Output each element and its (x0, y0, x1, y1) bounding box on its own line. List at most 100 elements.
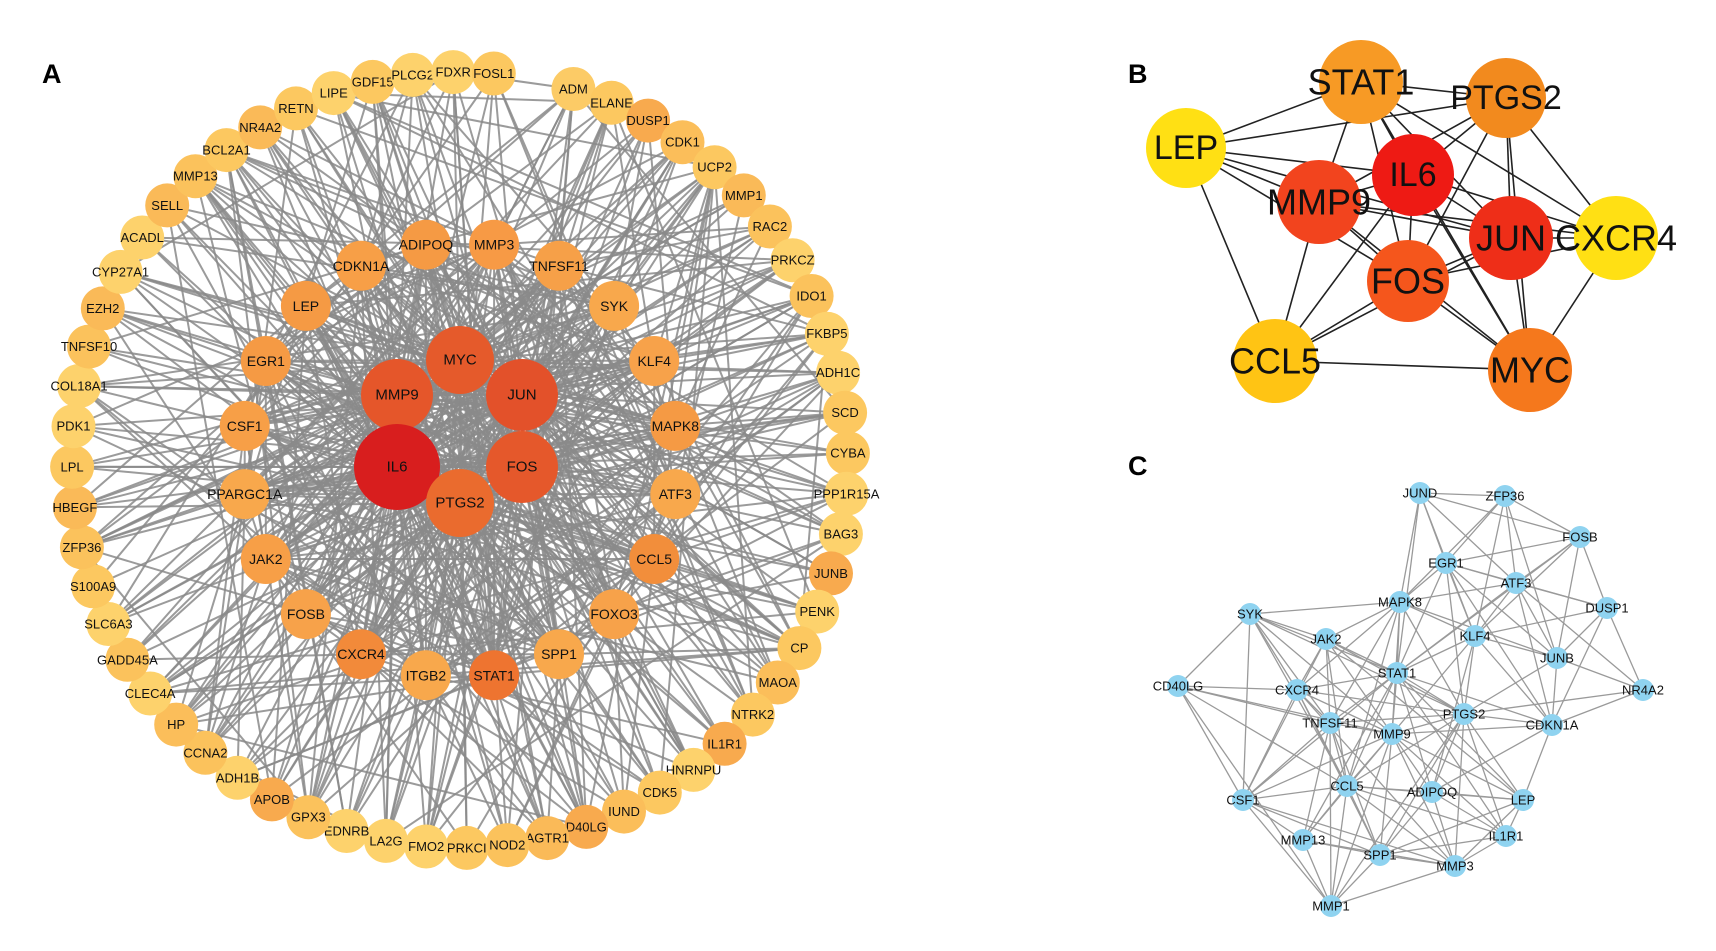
edge-lep-mmp3 (1454, 799, 1524, 867)
edge-fosb-adh1c (305, 371, 839, 616)
node-circle-scd (823, 390, 868, 435)
node-circle-egr1 (240, 336, 291, 386)
node-label-nr4a2: NR4A2 (239, 120, 281, 135)
node-circle-lep (1146, 108, 1226, 188)
edge-csf1-zfp36 (81, 425, 246, 549)
node-label-gpx3: GPX3 (291, 810, 326, 825)
node-label-tnfsf10: TNFSF10 (61, 339, 117, 354)
edge-egr1-cp (265, 360, 800, 649)
edge-jund-stat1 (1396, 492, 1421, 674)
node-label-egr1: EGR1 (247, 353, 285, 369)
edge-tnfsf11-csf1 (1242, 722, 1331, 801)
node-prkcz: PRKCZ (771, 238, 815, 283)
edge-cd40lg-mmp1 (1177, 685, 1332, 907)
node-mmp3: MMP3 (1436, 855, 1474, 877)
node-label-s100a9: S100A9 (70, 579, 116, 594)
node-lep: LEP (1511, 789, 1535, 811)
node-circle-adh1c (816, 350, 861, 395)
node-circle-nod2 (485, 823, 530, 868)
node-label-mmp13: MMP13 (173, 169, 218, 184)
edge-mmp9-adipoq (1391, 733, 1433, 793)
node-circle-bcl2a1 (204, 128, 249, 173)
node-circle-mmp1 (721, 173, 766, 218)
node-label-adh1b: ADH1B (216, 770, 259, 785)
edge-atf3-cdkn1a (1515, 582, 1553, 726)
edge-syk-mmp9 (1249, 613, 1393, 735)
node-mmp9: MMP9 (361, 359, 433, 431)
edge-cdkn1a-il1r1 (360, 265, 726, 745)
node-circle-hp (154, 702, 199, 747)
node-label-nr4a2: NR4A2 (1622, 683, 1664, 698)
node-circle-stat1 (469, 650, 520, 701)
node-penk: PENK (795, 589, 840, 634)
node-circle-ptgs2 (426, 469, 494, 537)
node-adh1c: ADH1C (816, 350, 861, 395)
node-circle-cyba (825, 431, 870, 476)
node-nr4a2: NR4A2 (238, 105, 283, 150)
edge-adipoq-gdf15 (371, 81, 427, 246)
node-label-mmp1: MMP1 (1312, 899, 1350, 914)
node-egr1: EGR1 (240, 336, 291, 386)
node-circle-atf3 (650, 469, 701, 520)
node-mmp1: MMP1 (721, 173, 766, 218)
edge-cd40lg-ucp2 (585, 167, 716, 828)
edge-cxcr4-gadd45a (127, 653, 362, 661)
edge-gdf15-hp (175, 81, 374, 725)
node-circle-jund (1409, 482, 1431, 504)
node-label-cyba: CYBA (830, 446, 866, 461)
node-circle-mmp9 (361, 359, 433, 431)
edge-ppargc1a-adh1b (236, 494, 246, 778)
edge-syk-tnfsf11 (1249, 613, 1331, 724)
edge-mmp3-pdk1 (73, 243, 495, 428)
edge-egr1-cdkn1a (1445, 562, 1553, 726)
edge-ptgs2-mmp9 (1391, 713, 1465, 735)
node-label-itgb2: ITGB2 (406, 667, 447, 683)
node-label-hnrnpu: HNRNPU (666, 762, 722, 777)
node-pdk1: PDK1 (51, 404, 96, 449)
node-cyba: CYBA (825, 431, 870, 476)
edge-foxo3-ucp2 (613, 166, 716, 615)
node-label-nod2: NOD2 (489, 838, 525, 853)
node-circle-s100a9 (71, 564, 116, 609)
edge-jak2-cdk5 (265, 558, 661, 794)
node-label-fosl1: FOSL1 (473, 66, 514, 81)
node-label-klf4: KLF4 (1459, 629, 1490, 644)
node-circle-cd40lg (564, 804, 609, 849)
edge-gpx3-zfp36 (81, 546, 310, 818)
edge-jun-dusp1 (521, 120, 650, 396)
node-label-jak2: JAK2 (249, 551, 283, 567)
node-label-cd40lg: CD40LG (1153, 679, 1204, 694)
node-circle-cyp27a1 (98, 249, 143, 294)
node-circle-prkcb (444, 825, 489, 870)
node-circle-adipoq (1421, 781, 1443, 803)
node-circle-fos (1367, 240, 1449, 322)
edge-klf4-junb (1474, 635, 1558, 659)
edge-ptgs2-il1r1 (1463, 713, 1507, 837)
node-label-stat1: STAT1 (1378, 666, 1417, 681)
node-circle-ccna2 (183, 730, 228, 775)
node-circle-junb (809, 551, 853, 596)
node-maoa: MAOA (755, 660, 800, 705)
edge-junb-cdkn1a (1551, 657, 1558, 726)
node-circle-jun (486, 359, 558, 431)
node-circle-acadl (120, 215, 165, 260)
node-label-plcg2: PLCG2 (391, 67, 434, 82)
edge-spp1-agtr1 (546, 654, 560, 839)
edge-adipoq-bag3 (425, 243, 842, 535)
node-gpx3: GPX3 (286, 795, 331, 840)
node-label-slc6a3: SLC6A3 (84, 617, 132, 632)
node-circle-cxcr4 (1286, 679, 1308, 701)
node-circle-mmp3 (1444, 855, 1466, 877)
node-plcg2: PLCG2 (390, 52, 435, 97)
node-circle-adipoq (400, 219, 451, 270)
edge-atf3-nr4a2 (1515, 582, 1644, 691)
node-label-mapk8: MAPK8 (652, 418, 700, 434)
edge-tnfsf11-cd40lg (558, 265, 588, 827)
node-label-scd: SCD (831, 405, 858, 420)
node-ccl5: CCL5 (1330, 775, 1364, 797)
node-adipoq: ADIPOQ (399, 219, 453, 270)
node-jund: JUND (1403, 482, 1437, 504)
node-circle-plcg2 (390, 52, 435, 97)
